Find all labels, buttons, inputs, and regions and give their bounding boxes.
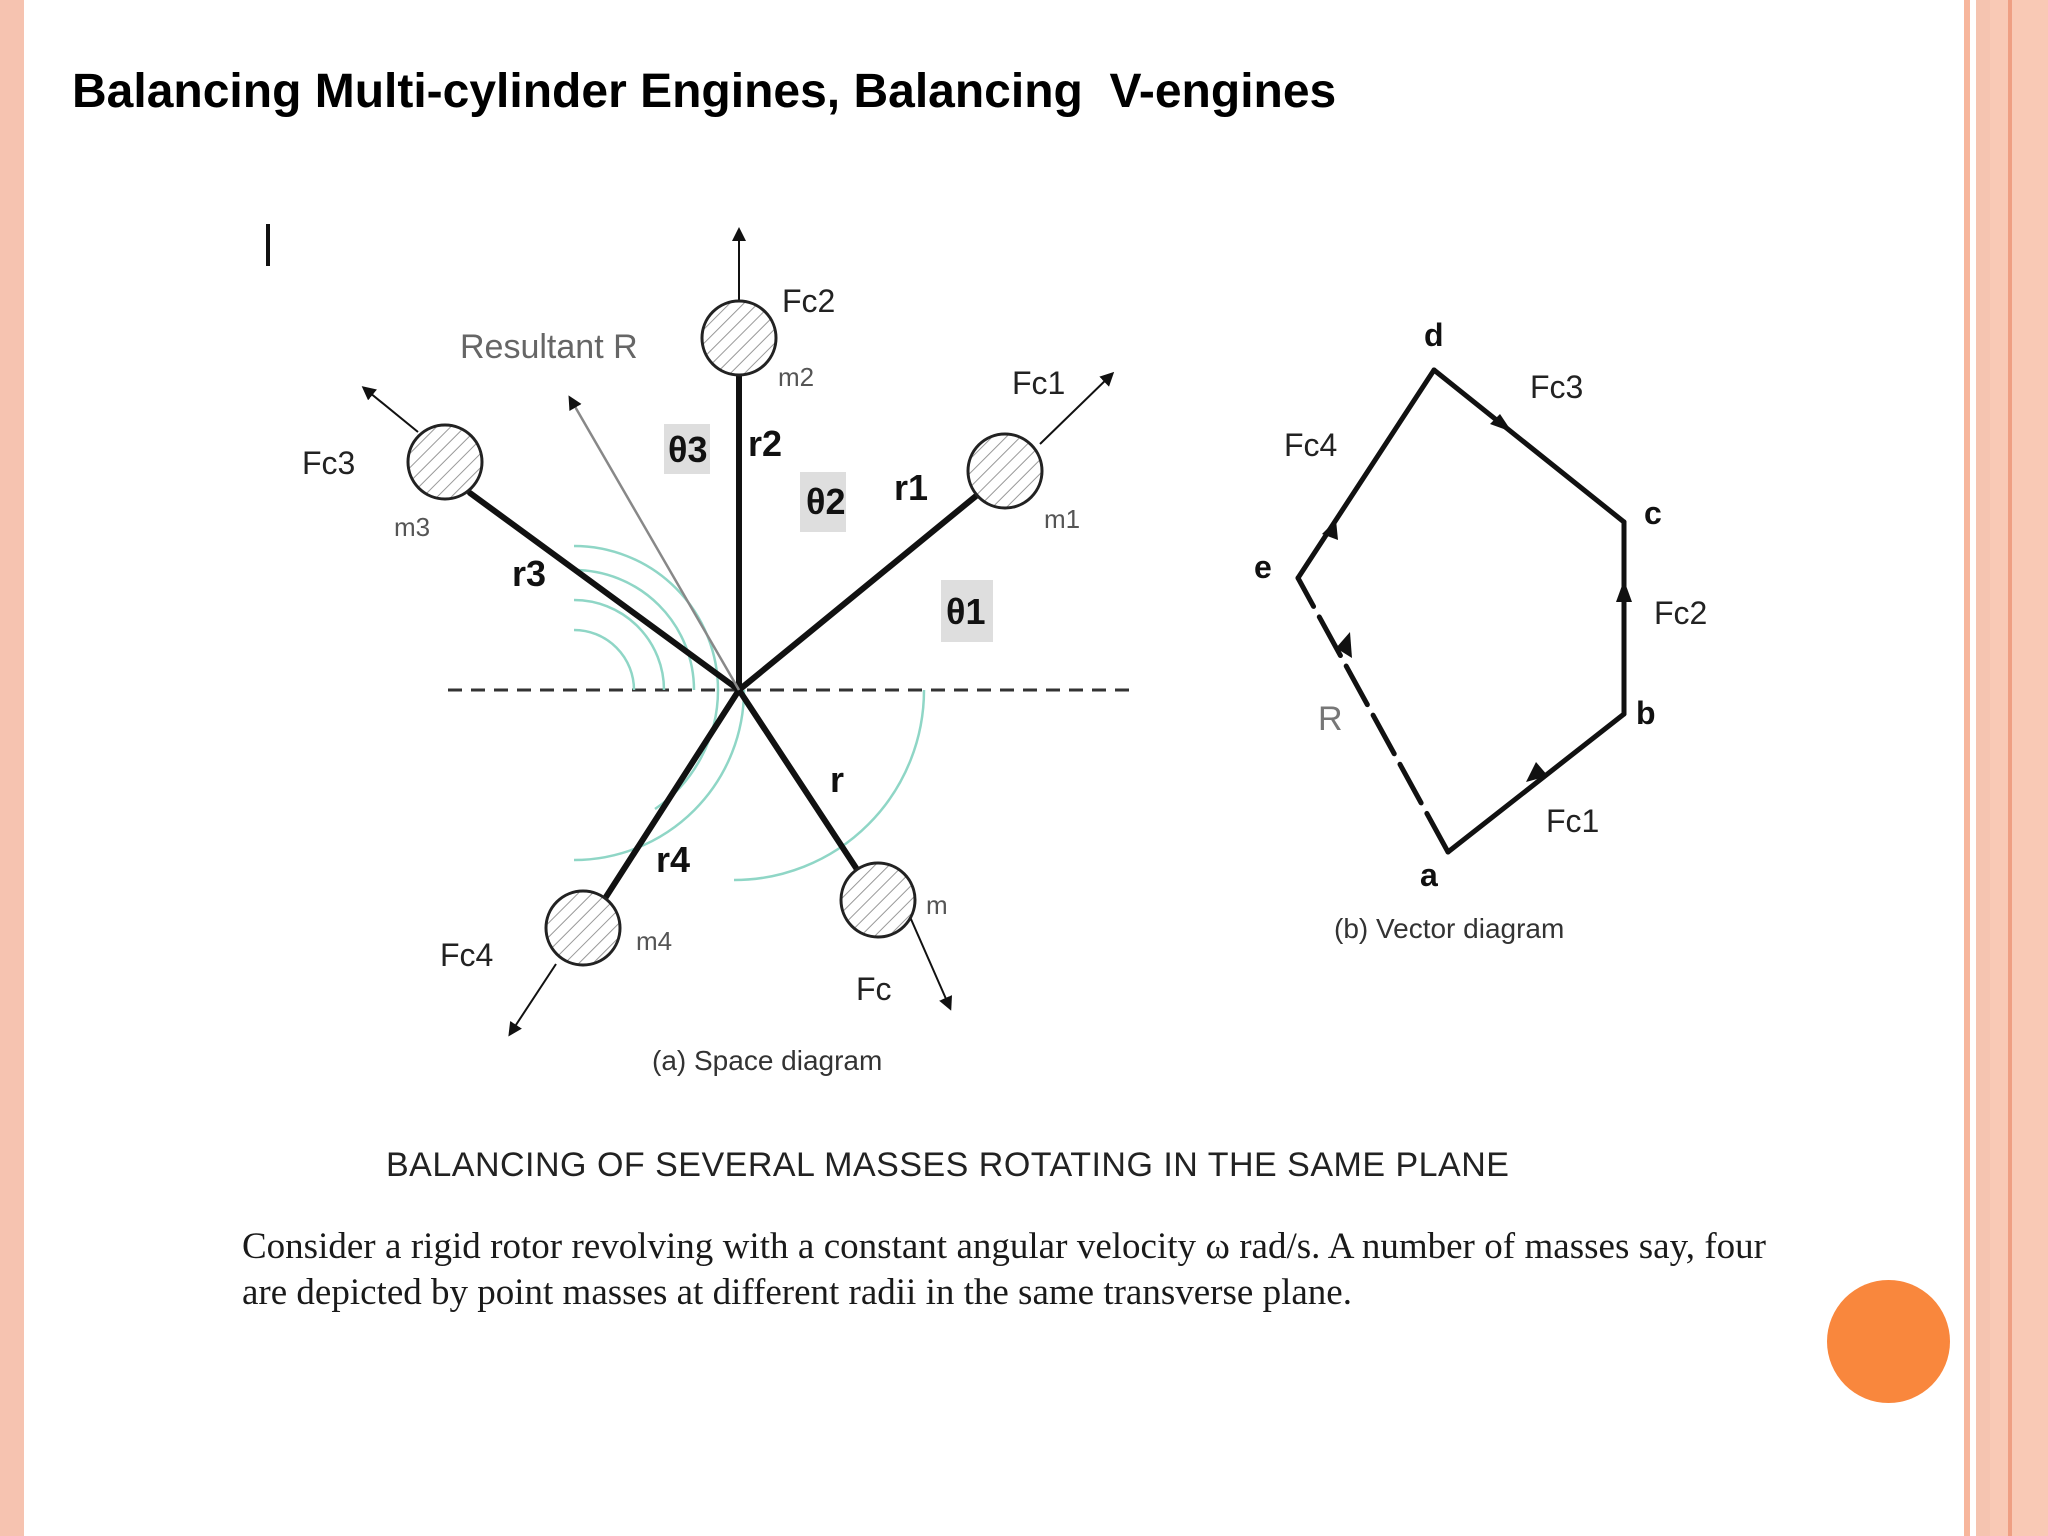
resultant-r-label: Resultant R (460, 328, 638, 366)
force-fc-label: Fc (856, 971, 892, 1007)
vector-point-c: c (1644, 495, 1662, 531)
force-arrows (361, 227, 1115, 1037)
mass-m1-label: m1 (1044, 504, 1080, 534)
mass-m4-label: m4 (636, 926, 672, 956)
right-border-strip (1990, 0, 2048, 1536)
angle-arcs (573, 544, 926, 882)
vector-fc2-label: Fc2 (1654, 595, 1707, 631)
angle-theta3-label: θ3 (668, 429, 707, 470)
radius-r2-label: r2 (748, 423, 782, 464)
decorative-orange-circle (1827, 1280, 1950, 1403)
vector-resultant-label: R (1318, 700, 1343, 738)
vector-fc3 (1431, 367, 1627, 525)
force-fc3-label: Fc3 (302, 445, 355, 481)
vector-fc3-label: Fc3 (1530, 369, 1583, 405)
mass-m1 (966, 432, 1044, 510)
vector-point-d: d (1424, 317, 1444, 353)
right-border-strip (1976, 0, 1990, 1536)
mass-m2 (700, 299, 778, 377)
mass-m2-label: m2 (778, 362, 814, 392)
radius-r3-label: r3 (512, 553, 546, 594)
vector-resultant (1295, 575, 1451, 855)
vector-fc1 (1445, 711, 1627, 855)
radius-r4-label: r4 (656, 839, 690, 880)
space-diagram-caption: (a) Space diagram (652, 1045, 882, 1076)
resultant-arrow (568, 395, 741, 691)
vector-fc1-label: Fc1 (1546, 803, 1599, 839)
left-border-strip (0, 0, 24, 1536)
text-cursor (266, 224, 270, 266)
radius-r1-label: r1 (894, 467, 928, 508)
angle-label-boxes (664, 424, 993, 642)
force-fc2-label: Fc2 (782, 283, 835, 319)
vector-point-b: b (1636, 695, 1656, 731)
right-border-strip (2008, 0, 2012, 1536)
radius-r-label: r (830, 759, 844, 800)
vector-fc4 (1295, 367, 1437, 581)
angle-theta1-label: θ1 (946, 591, 985, 632)
vector-fc4-label: Fc4 (1284, 427, 1337, 463)
body-paragraph: Consider a rigid rotor revolving with a … (242, 1226, 1766, 1313)
mass-m (839, 861, 917, 939)
angle-theta2-label: θ2 (806, 481, 845, 522)
mass-m-label: m (926, 890, 948, 920)
slide-title: Balancing Multi-cylinder Engines, Balanc… (72, 65, 1337, 118)
balancing-figure: θ3 θ2 θ1 r2 r1 r3 r4 r Fc2 Fc1 Fc3 Fc4 F… (302, 227, 1707, 1184)
vector-point-a: a (1420, 857, 1438, 893)
force-fc1-label: Fc1 (1012, 365, 1065, 401)
force-fc4-label: Fc4 (440, 937, 493, 973)
figure-caption: BALANCING OF SEVERAL MASSES ROTATING IN … (386, 1146, 1509, 1184)
vector-point-e: e (1254, 549, 1272, 585)
mass-circles (406, 299, 1044, 967)
vector-diagram: a b c d e Fc1 Fc2 Fc3 Fc4 R (b) Vector d… (1254, 317, 1707, 944)
mass-m4 (544, 889, 622, 967)
right-border-strip (1964, 0, 1970, 1536)
mass-m3-label: m3 (394, 512, 430, 542)
vector-diagram-caption: (b) Vector diagram (1334, 913, 1564, 944)
space-diagram: θ3 θ2 θ1 r2 r1 r3 r4 r Fc2 Fc1 Fc3 Fc4 F… (302, 227, 1130, 1076)
mass-m3 (406, 423, 484, 501)
radius-arms (467, 367, 979, 903)
